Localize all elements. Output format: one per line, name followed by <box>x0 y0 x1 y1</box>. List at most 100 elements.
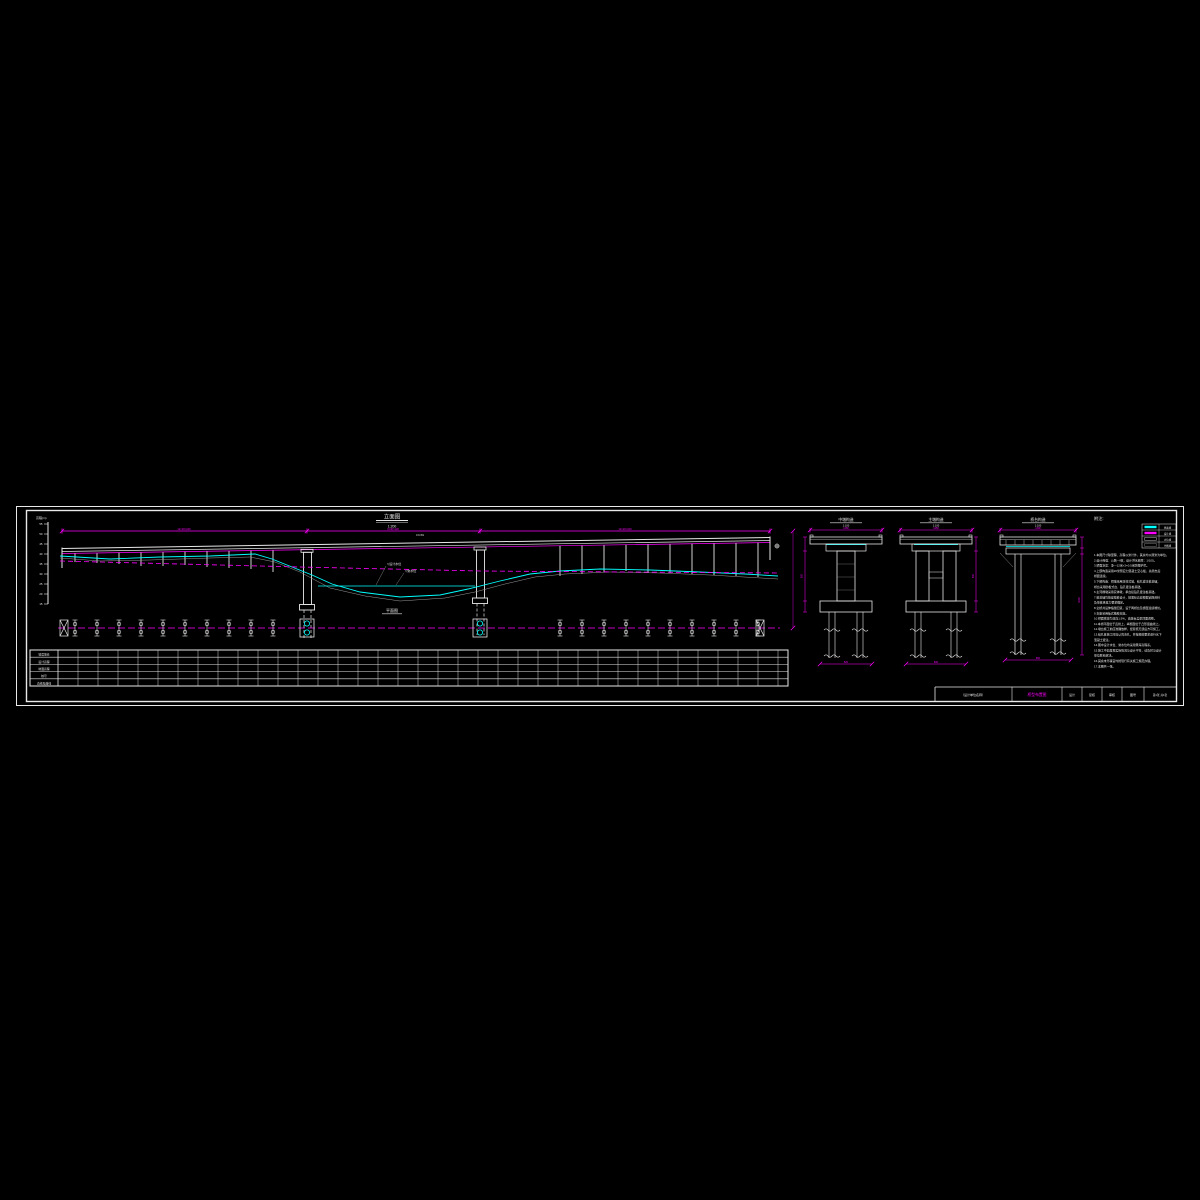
terrain-lines <box>59 553 779 602</box>
section-scale: 1:100 <box>1035 524 1042 528</box>
main-pier-plan <box>299 618 488 638</box>
water-level-labels: ▽设计水位 ▽常水位 <box>375 561 416 586</box>
plan-view: 平面图 <box>58 607 780 638</box>
title-block-check: 复核 <box>1089 692 1095 697</box>
note-line: 5.下部构造：桥墩采用双柱式墩，钻孔灌注桩基础； <box>1094 579 1160 584</box>
section-scale: 1:100 <box>933 524 940 528</box>
legend-chip-scour <box>1144 543 1157 547</box>
ground-survey-line <box>59 556 779 602</box>
axis-tick: 35 <box>39 562 43 566</box>
abutment-plan <box>59 619 765 637</box>
note-line: 4.上部构造采用20米预应力混凝土空心板，先简支后 <box>1094 568 1160 573</box>
design-water-level-label: ▽设计水位 <box>387 561 401 566</box>
existing-ground-line <box>59 553 779 598</box>
note-line: 15.施工中如发现实际情况与设计不符，请及时与设计 <box>1094 647 1162 652</box>
axis-tick: 50 <box>39 532 43 536</box>
legend-label: 冲刷线 <box>1164 544 1172 548</box>
legend-label: 水位线 <box>1164 538 1172 542</box>
span-dim-mid: 3×40=120 <box>387 527 399 531</box>
span-dim-left: 12×20=240 <box>177 527 191 531</box>
axis-tick: 15 <box>39 602 43 606</box>
axis-tick: 30 <box>39 572 43 576</box>
table-row-label: 直线及曲线 <box>37 681 51 685</box>
bridge-deck: i=0.3% <box>61 533 771 568</box>
section-abutment: 桥台构造 1:100 1300 <box>997 517 1084 663</box>
elevation-scale-text: 1:200 <box>388 525 397 529</box>
note-line: 1.本图尺寸除里程、高程以米计外，其余均以厘米为单位。 <box>1094 552 1169 557</box>
legend-chip-ground <box>1144 525 1157 529</box>
section-side-dim: 500 <box>972 573 975 578</box>
section-top-dim: 1300 <box>1035 527 1041 530</box>
axis-tick: 45 <box>39 542 43 546</box>
note-line: 9.支座采用板式橡胶支座。 <box>1094 610 1128 615</box>
note-line: 混凝土灌注。 <box>1094 637 1111 642</box>
section-bottom-dim: 520 <box>844 661 849 664</box>
note-line: 桥台采用肋板式台，钻孔灌注桩基础。 <box>1094 584 1143 589</box>
title-block-drawing-name: 桥型布置图 <box>1028 692 1047 697</box>
note-line: 2.设计荷载：公路—Ⅰ级；设计洪水频率：1/100。 <box>1094 557 1157 562</box>
table-row-label: 桩号 <box>41 674 47 678</box>
note-line: 6.主河槽墩采用实体墩，承台接钻孔灌注桩基础。 <box>1094 589 1157 594</box>
legend-label: 设计线 <box>1164 532 1172 536</box>
note-line: 7.桩基础均按摩擦桩设计，桩底标高应根据钻探资料 <box>1094 594 1160 599</box>
axis-tick: 20 <box>39 592 43 596</box>
notes-panel: 附注: 地面线 设计线 水位线 冲刷线 1.本图尺寸除里程、高程以米计外，其余均… <box>1094 515 1177 668</box>
span-dim-right: 12×20=240 <box>618 527 632 531</box>
title-block-org: （设计单位名称） <box>961 692 985 697</box>
elevation-title-text: 立面图 <box>384 513 401 521</box>
legend-chip-water <box>1144 537 1157 541</box>
section-title: 中墩构造 <box>838 517 853 522</box>
grade-label: i=0.3% <box>416 533 425 537</box>
benchmark-symbol <box>774 543 780 549</box>
title-block: （设计单位名称） 桥型布置图 设计 复核 审核 图号 第1张 共1张 <box>934 686 1177 702</box>
axis-tick: 55 <box>39 522 43 526</box>
legend-table: 地面线 设计线 水位线 冲刷线 <box>1141 523 1177 549</box>
note-line: 17.本图共一张。 <box>1094 663 1115 668</box>
note-line: 及单桩承载力要求确定。 <box>1094 600 1126 605</box>
plan-title: 平面图 <box>386 607 398 613</box>
section-side-dim: 500 <box>801 573 804 578</box>
note-line: 3.桥面净宽：净—12米+2×0.5米防撞护栏。 <box>1094 563 1149 568</box>
elevation-title: 立面图 1:200 <box>376 513 408 529</box>
note-line: 8.全桥共设伸缩缝四道，设于两桥台及桥面连续端处。 <box>1094 605 1163 610</box>
section-top-dim: 1250 <box>933 527 939 530</box>
design-line <box>59 560 779 574</box>
main-piers <box>299 546 488 640</box>
axis-label: 高程(m) <box>36 515 47 520</box>
section-title: 主墩构造 <box>928 517 943 522</box>
note-line: 14.图中设计水位、常水位均采用黄海高程系。 <box>1094 642 1153 647</box>
profile-table: 坡度坡长 设计高程 地面高程 桩号 直线及曲线 <box>29 649 789 687</box>
note-line: 单位联系解决。 <box>1094 653 1114 658</box>
note-line: 桥面连续。 <box>1094 573 1108 578</box>
section-top-dim: 1250 <box>843 527 849 530</box>
elevation-dimension-line: 12×20=240 3×40=120 12×20=240 <box>59 527 796 631</box>
note-line: 10.桥面横坡为双向1.5%，由墩台盖梁顶面调整。 <box>1094 616 1157 621</box>
section-title: 桥台构造 <box>1030 517 1045 522</box>
note-line: 13.钻孔桩施工时应认真清孔，并按规范要求进行水下 <box>1094 632 1162 637</box>
axis-tick: 40 <box>39 552 43 556</box>
legend-chip-design <box>1144 531 1157 535</box>
elevation-view: 立面图 1:200 12×20=240 3×40=120 12×20=240 i… <box>36 513 796 640</box>
table-row-label: 坡度坡长 <box>38 653 49 657</box>
notes-title: 附注: <box>1094 515 1104 522</box>
table-row-label: 地面高程 <box>38 667 49 671</box>
note-line: 11.本桥平面位于直线上，纵断面位于凸形竖曲线上。 <box>1094 621 1161 626</box>
legend-label: 地面线 <box>1164 526 1172 530</box>
section-mid-pier: 中墩构造 1:100 1250 <box>801 517 885 667</box>
note-line: 16.其余未尽事宜均按现行有关施工规范办理。 <box>1094 658 1153 663</box>
section-scale: 1:100 <box>843 524 850 528</box>
section-views: 中墩构造 1:100 1250 <box>801 517 1084 667</box>
section-bottom-dim: 650 <box>1036 657 1041 660</box>
section-side-dim: 1000 <box>1078 597 1081 603</box>
title-block-review: 审核 <box>1109 692 1115 697</box>
section-main-pier: 主墩构造 1:100 1250 <box>897 517 978 667</box>
elevation-scale-bar: 高程(m) 55 50 45 40 35 30 25 20 15 <box>36 515 49 606</box>
sheet-frame <box>16 506 1184 706</box>
normal-water-level-label: ▽常水位 <box>405 568 416 573</box>
axis-tick: 25 <box>39 582 43 586</box>
notes-lines: 1.本图尺寸除里程、高程以米计外，其余均以厘米为单位。 2.设计荷载：公路—Ⅰ级… <box>1094 552 1169 668</box>
title-block-number: 图号 <box>1130 692 1136 697</box>
title-block-design: 设计 <box>1069 692 1075 697</box>
